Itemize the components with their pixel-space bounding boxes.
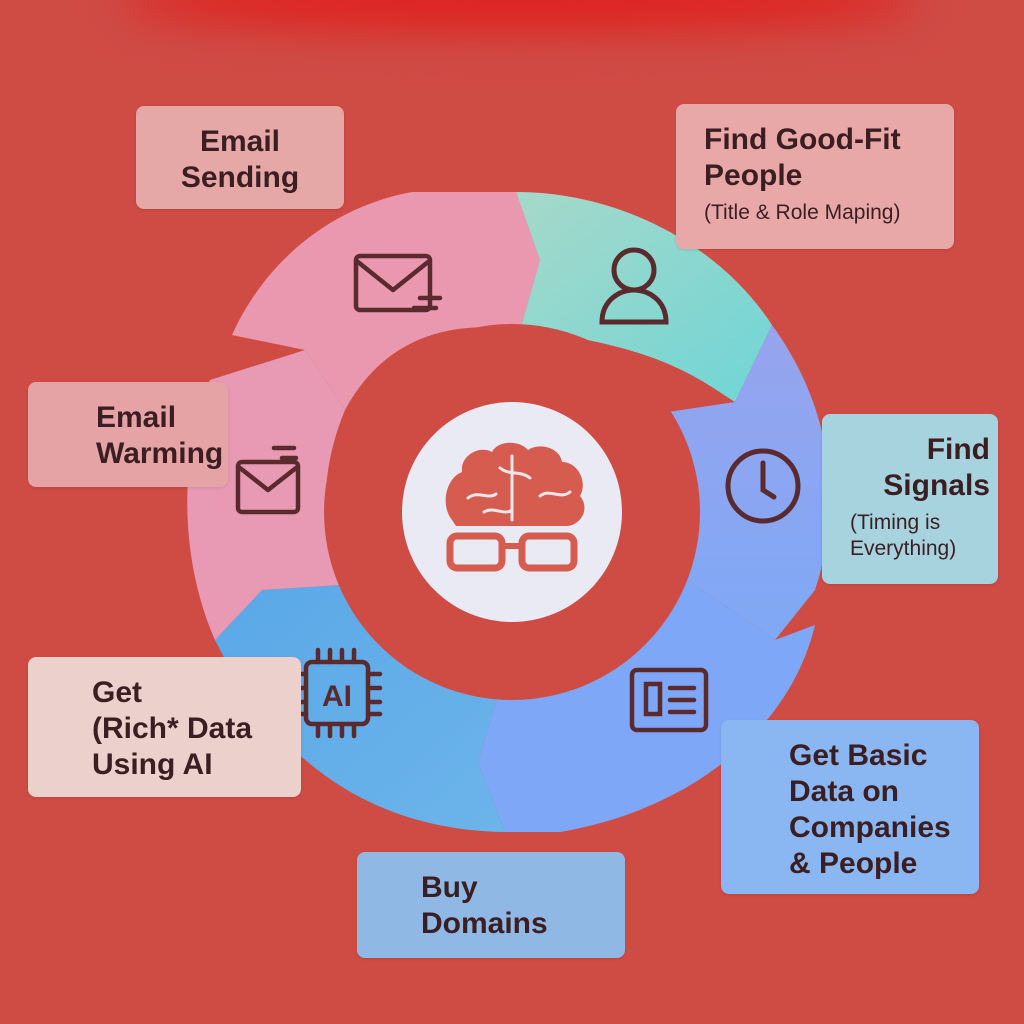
find-signals-subtitle-2: Everything) (850, 537, 957, 561)
email-warming-title-1: Email (96, 401, 177, 434)
envelope-icon (353, 253, 443, 313)
find-signals-title-2: Signals (883, 469, 990, 502)
find-people-subtitle: (Title & Role Maping) (704, 201, 901, 224)
basic-data-line-2: Data on (789, 775, 900, 808)
basic-data-line-1: Get Basic (789, 739, 928, 772)
buy-domains-title-1: Buy (421, 871, 478, 904)
envelope-check-icon (235, 445, 301, 515)
label-find-signals: Find Signals (Timing is Everything) (822, 414, 998, 584)
segment-rich-data (215, 585, 505, 832)
find-signals-title-1: Find (926, 433, 990, 466)
find-signals-subtitle-1: (Timing is (850, 511, 941, 534)
email-warming-title-2: Warming (96, 437, 224, 470)
label-find-people: Find Good-Fit People (Title & Role Mapin… (676, 104, 954, 249)
rich-data-line-2: (Rich* Data (92, 712, 253, 745)
clock-icon (725, 448, 801, 524)
person-icon (599, 247, 669, 325)
ai-chip-icon: AI (291, 647, 383, 739)
buy-domains-title-2: Domains (421, 907, 548, 940)
segment-find-signals (668, 325, 831, 640)
label-email-sending: Email Sending (136, 106, 344, 209)
ai-chip-label: AI (322, 680, 352, 713)
email-sending-title-1: Email (199, 125, 281, 158)
rich-data-line-1: Get (92, 676, 143, 709)
id-card-icon (629, 667, 709, 733)
segment-email-sending (232, 192, 540, 410)
email-sending-title-2: Sending (180, 161, 300, 194)
label-email-warming: Email Warming (28, 382, 228, 487)
label-buy-domains: Buy Domains (357, 852, 625, 958)
rich-data-line-3: Using AI (92, 748, 213, 781)
brain-with-glasses-icon (445, 442, 585, 572)
label-basic-data: Get Basic Data on Companies & People (721, 720, 979, 894)
label-rich-data: Get (Rich* Data Using AI (28, 657, 301, 797)
basic-data-line-4: & People (789, 847, 918, 880)
segment-find-people (516, 192, 772, 402)
basic-data-line-3: Companies (789, 811, 951, 844)
find-people-title-1: Find Good-Fit (704, 123, 901, 156)
find-people-title-2: People (704, 159, 803, 192)
